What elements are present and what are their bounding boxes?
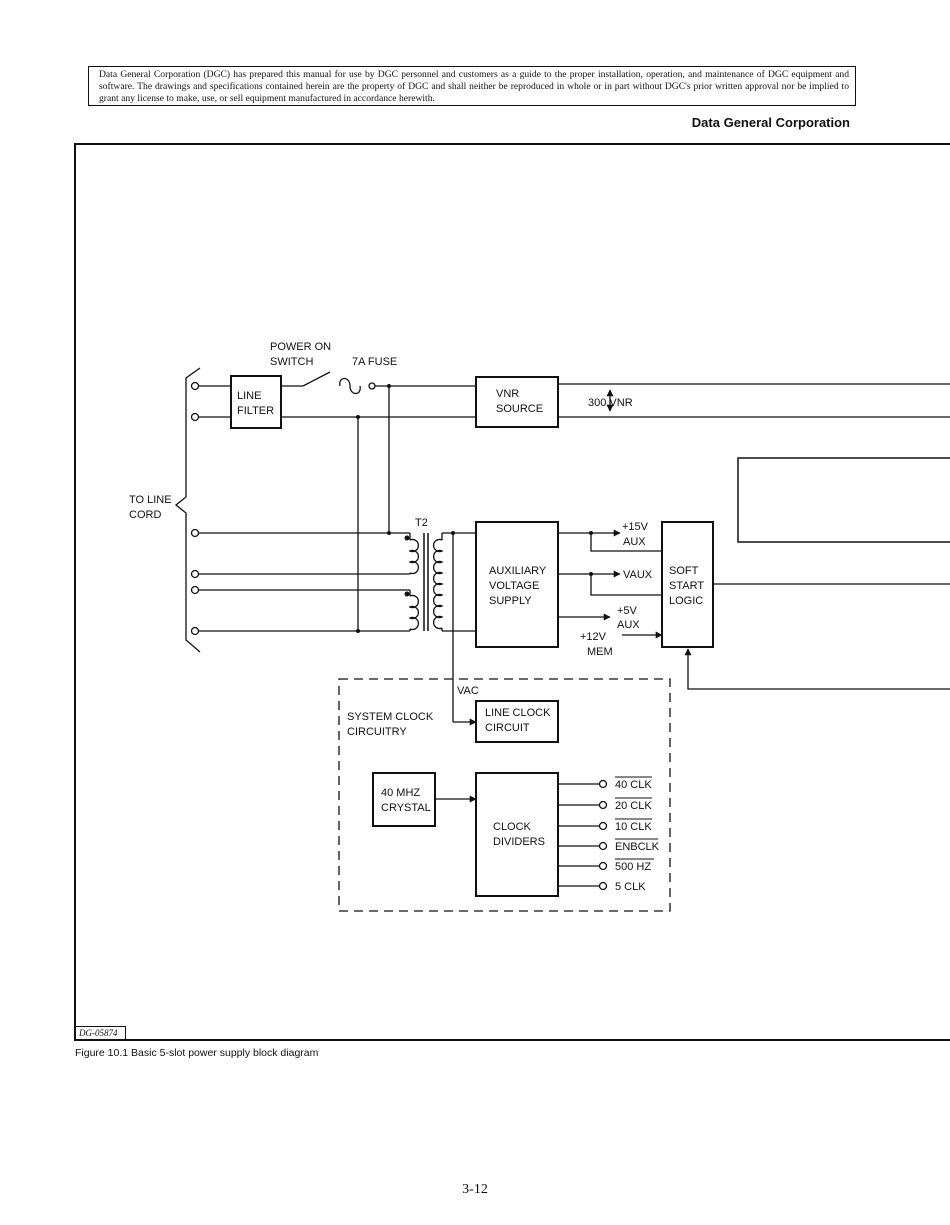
figure-caption: Figure 10.1 Basic 5-slot power supply bl…	[75, 1047, 319, 1059]
transformer-primary-winding	[408, 538, 420, 575]
transformer-secondary-winding	[432, 538, 444, 630]
line-clock-circuit-box	[475, 700, 559, 743]
system-clock-region	[338, 678, 671, 912]
aux-supply-label-3: SUPPLY	[489, 595, 532, 607]
clock-output-label: 500 HZ	[615, 861, 651, 873]
terminal-circle	[190, 381, 200, 391]
clock-dividers-label-2: DIVIDERS	[493, 836, 545, 848]
soft-start-label-2: START	[669, 580, 704, 592]
aux-5v-label-2: AUX	[617, 619, 640, 631]
vnr-source-box	[475, 376, 559, 428]
aux-supply-label-2: VOLTAGE	[489, 580, 539, 592]
clock-output-label: 5 CLK	[615, 881, 646, 893]
figure-frame-left	[74, 143, 76, 1040]
partial-block-right	[737, 457, 950, 543]
crystal-box	[372, 772, 436, 827]
power-on-switch-label-1: POWER ON	[270, 341, 331, 353]
to-line-cord-label-1: TO LINE	[129, 494, 172, 506]
power-on-switch	[302, 371, 331, 387]
clock-output-label: ENBCLK	[615, 841, 660, 853]
fuse-symbol	[339, 377, 361, 395]
line-clock-label-2: CIRCUIT	[485, 722, 530, 734]
to-line-cord-label-2: CORD	[129, 509, 161, 521]
soft-start-label-3: LOGIC	[669, 595, 703, 607]
crystal-label-1: 40 MHZ	[381, 787, 420, 799]
line-filter-box	[230, 375, 282, 429]
line-cord-bracket	[174, 367, 201, 653]
figure-frame-top	[74, 143, 950, 145]
drawing-number: DG-05874	[76, 1026, 126, 1039]
terminal-circle	[190, 412, 200, 422]
aux-supply-label-1: AUXILIARY	[489, 565, 547, 577]
copyright-notice: Data General Corporation (DGC) has prepa…	[88, 66, 856, 106]
crystal-label-2: CRYSTAL	[381, 802, 431, 814]
figure-frame-bottom	[74, 1039, 950, 1041]
aux-5v-label-1: +5V	[617, 605, 638, 617]
aux-15v-label-2: AUX	[623, 536, 646, 548]
page-number: 3-12	[462, 1182, 488, 1197]
system-clock-label-2: CIRCUITRY	[347, 726, 407, 738]
clock-output-label: 10 CLK	[615, 821, 652, 833]
soft-start-label-1: SOFT	[669, 565, 699, 577]
line-filter-label-1: LINE	[237, 390, 261, 402]
clock-dividers-box	[475, 772, 559, 897]
mem-12v-label-1: +12V	[580, 631, 607, 643]
vnr-source-label-2: SOURCE	[496, 403, 543, 415]
auxiliary-voltage-supply-box	[475, 521, 559, 648]
transformer-label: T2	[415, 517, 428, 529]
fuse-label: 7A FUSE	[352, 356, 397, 368]
vaux-label: VAUX	[623, 569, 653, 581]
line-clock-label-1: LINE CLOCK	[485, 707, 551, 719]
line-filter-label-2: FILTER	[237, 405, 274, 417]
transformer-primary-winding	[408, 594, 420, 631]
clock-output-label: 20 CLK	[615, 800, 652, 812]
vac-label: VAC	[457, 685, 479, 697]
system-clock-label-1: SYSTEM CLOCK	[347, 711, 434, 723]
power-on-switch-label-2: SWITCH	[270, 356, 313, 368]
mem-12v-label-2: MEM	[587, 646, 613, 658]
vnr-voltage-label: 300 VNR	[588, 397, 633, 409]
aux-15v-label-1: +15V	[622, 521, 649, 533]
company-name: Data General Corporation	[691, 115, 850, 130]
clock-output-label: 40 CLK	[615, 779, 652, 791]
clock-dividers-label-1: CLOCK	[493, 821, 532, 833]
vnr-source-label-1: VNR	[496, 388, 519, 400]
